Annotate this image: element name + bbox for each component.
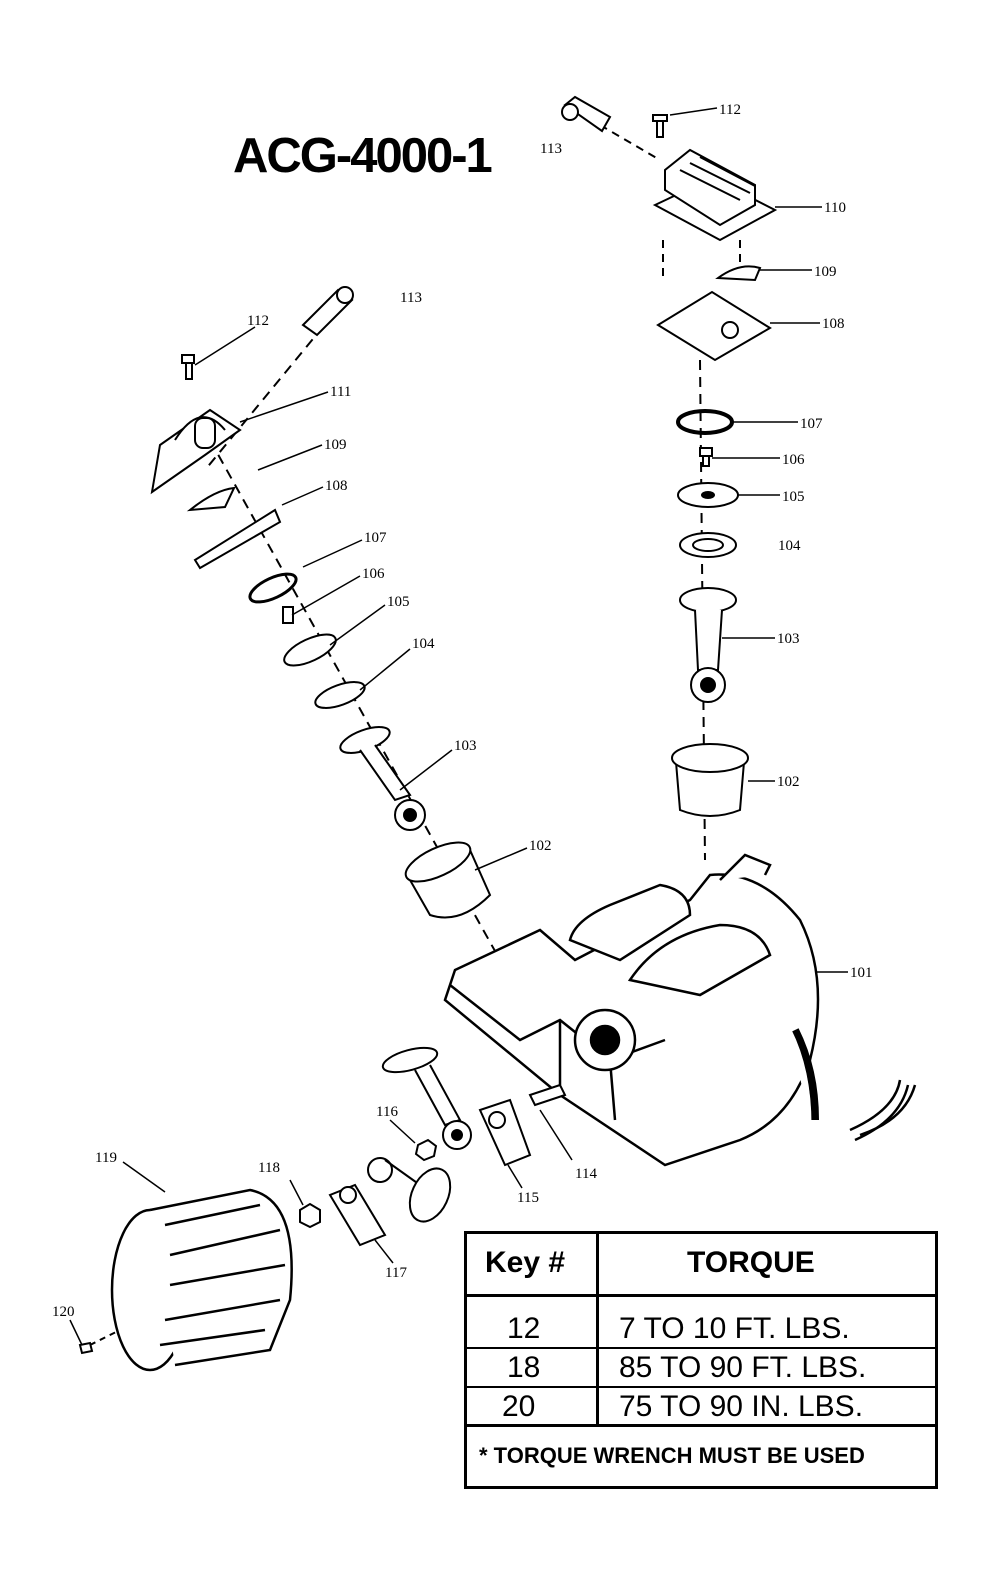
part-114-shaft [528,1083,567,1107]
label-109-right: 109 [814,264,837,280]
part-101-motor [443,853,820,1167]
table-column-divider [596,1234,599,1424]
part-108-plate-left [193,508,282,570]
part-107-o-ring [676,409,734,435]
power-cord-wires [849,1079,917,1142]
label-105-left: 105 [387,594,410,610]
label-102-left: 102 [529,838,552,854]
part-102-cylinder-left [404,841,492,919]
label-104-right: 104 [778,538,801,554]
label-105-right: 105 [782,489,805,505]
part-116-rod-assembly [381,1046,472,1150]
part-116-nut [414,1138,438,1162]
label-117: 117 [385,1265,407,1281]
part-119-fan [110,1188,293,1372]
part-107-o-ring-left [248,572,298,604]
label-106-left: 106 [362,566,385,582]
label-103-left: 103 [454,738,477,754]
part-118-nut [299,1202,321,1229]
part-110-head [652,148,778,242]
row-key: 20 [502,1390,536,1423]
part-120-screw [78,1341,94,1355]
diagram-title: ACG-4000-1 [233,129,493,183]
part-117-eccentric [328,1157,452,1247]
label-113-left: 113 [400,290,422,306]
label-113-top: 113 [540,141,562,157]
part-108-valve-plate [656,290,772,362]
table-note-divider [467,1424,935,1427]
part-109-reed [715,265,762,282]
label-112-left: 112 [247,313,269,329]
label-101: 101 [850,965,873,981]
label-107-right: 107 [800,416,823,432]
label-111: 111 [330,384,351,400]
label-112-top: 112 [719,102,741,118]
header-key: Key # [485,1246,566,1279]
label-106-right: 106 [782,452,805,468]
label-114: 114 [575,1166,597,1182]
part-111-head [150,408,242,495]
part-109-reed-left [186,486,236,512]
label-119: 119 [95,1150,117,1166]
label-115: 115 [517,1190,539,1206]
label-102-right: 102 [777,774,800,790]
label-108-left: 108 [325,478,348,494]
torque-table: Key # TORQUE 12 7 TO 10 FT. LBS. 18 85 T… [464,1231,938,1489]
label-109-left: 109 [324,437,347,453]
label-120: 120 [52,1304,75,1320]
part-103-rod-left [339,726,426,831]
part-104-cup [679,532,737,558]
part-112-screw-top [652,114,668,138]
table-row-divider [467,1386,935,1388]
row-key: 12 [507,1312,541,1345]
part-105-retainer-left [283,633,337,667]
row-torque: 7 TO 10 FT. LBS. [619,1312,850,1345]
table-note: * TORQUE WRENCH MUST BE USED [479,1443,865,1468]
label-118: 118 [258,1160,280,1176]
row-torque: 75 TO 90 IN. LBS. [619,1390,864,1423]
part-112-screw-left [181,354,195,380]
part-106-screw-left [282,606,294,624]
label-103-right: 103 [777,631,800,647]
table-row-divider [467,1347,935,1349]
label-104-left: 104 [412,636,435,652]
part-103-rod [679,587,737,703]
label-108-right: 108 [822,316,845,332]
label-107-left: 107 [364,530,387,546]
part-113-valve-top [561,95,612,133]
label-110: 110 [824,200,846,216]
part-115-counterweight [478,1098,532,1167]
table-header-divider [467,1294,935,1297]
row-torque: 85 TO 90 FT. LBS. [619,1351,867,1384]
part-106-screw [699,447,713,467]
header-torque: TORQUE [687,1246,815,1279]
part-113-valve-left [301,286,354,337]
label-116: 116 [376,1104,398,1120]
row-key: 18 [507,1351,541,1384]
part-102-cylinder [671,743,749,817]
